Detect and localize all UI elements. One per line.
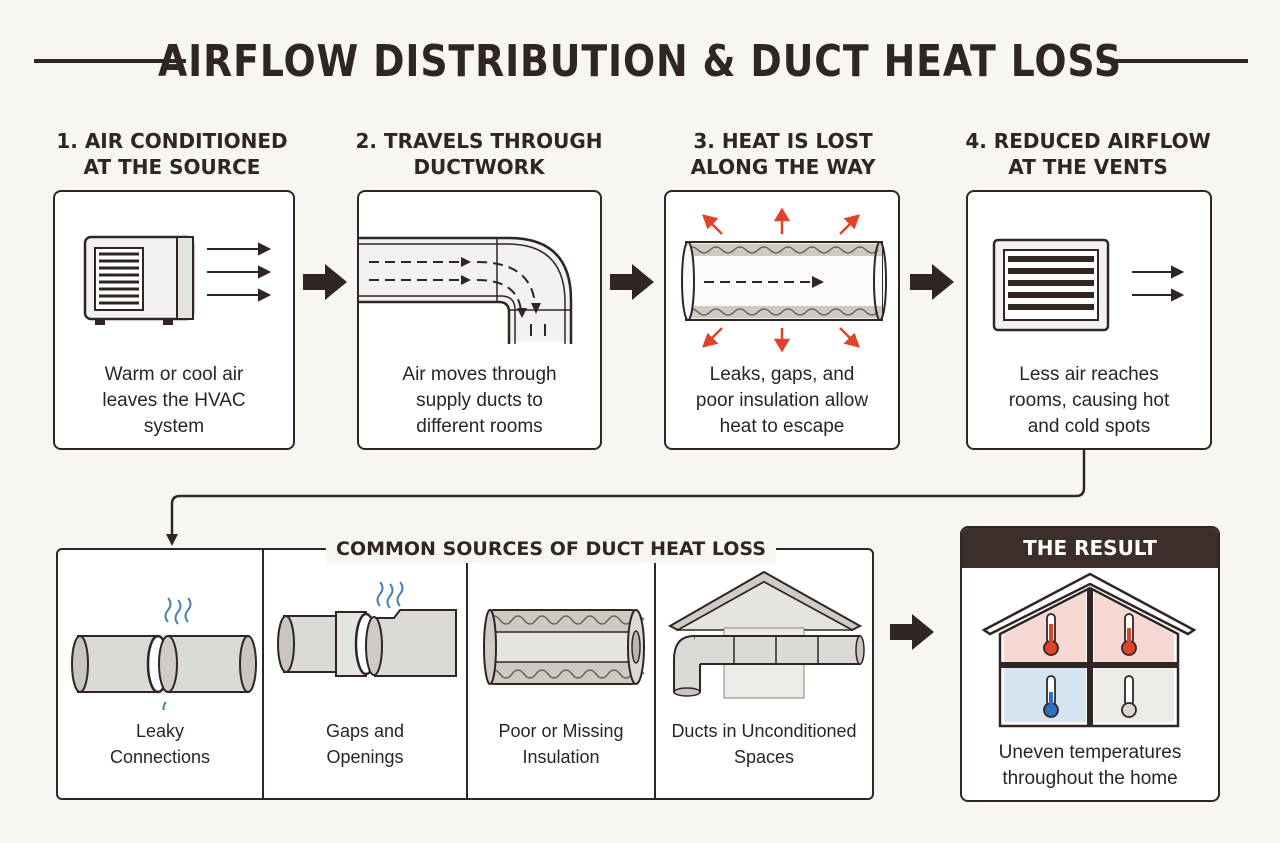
step-1-desc-line2: leaves the HVAC: [102, 390, 246, 411]
source-4-label: Ducts in Unconditioned Spaces: [656, 718, 872, 770]
step-4-heading: 4. REDUCED AIRFLOW AT THE VENTS: [963, 128, 1213, 180]
result-desc-line1: Uneven temperatures: [998, 742, 1182, 763]
step-3-desc-line2: poor insulation allow: [695, 390, 869, 411]
divider: [262, 550, 264, 798]
step-4-desc-line1: Less air reaches: [1019, 364, 1159, 385]
divider: [466, 550, 468, 798]
result-description: Uneven temperatures throughout the home: [962, 740, 1218, 792]
step-2-heading: 2. TRAVELS THROUGH DUCTWORK: [354, 128, 604, 180]
poor-insulation-icon: [483, 609, 645, 685]
step-2-desc-line3: different rooms: [416, 416, 543, 437]
attic-duct-icon: [667, 570, 865, 699]
source-2-label: Gaps and Openings: [264, 718, 466, 770]
step-2-card: Air moves through supply ducts to differ…: [357, 190, 602, 450]
step-4-desc-line3: and cold spots: [1027, 416, 1151, 437]
result-panel: THE RESULT Uneven temperatures throughou…: [960, 526, 1220, 802]
step-1-desc-line1: Warm or cool air: [104, 364, 244, 385]
source-2-line2: Openings: [326, 747, 404, 767]
step-3-heading-line1: 3. HEAT IS LOST: [693, 129, 873, 153]
step-3-desc-line3: heat to escape: [719, 416, 845, 437]
connector-arrow: [166, 450, 1086, 546]
step-4-heading-line2: AT THE VENTS: [1008, 155, 1168, 179]
divider: [654, 550, 656, 798]
step-1-desc-line3: system: [143, 416, 205, 437]
step-3-description: Leaks, gaps, and poor insulation allow h…: [666, 362, 898, 440]
step-2-desc-line1: Air moves through: [402, 364, 557, 385]
source-1-line1: Leaky: [135, 721, 185, 741]
page-title: AIRFLOW DISTRIBUTION & DUCT HEAT LOSS: [158, 36, 1122, 87]
source-3-label: Poor or Missing Insulation: [468, 718, 654, 770]
step-3-heading-line2: ALONG THE WAY: [690, 155, 876, 179]
step-3-desc-line1: Leaks, gaps, and: [709, 364, 855, 385]
flow-arrow-icon: [610, 264, 654, 300]
step-3-heading: 3. HEAT IS LOST ALONG THE WAY: [658, 128, 908, 180]
source-1-label: Leaky Connections: [58, 718, 262, 770]
house-thermometers-icon: [981, 572, 1197, 728]
leaky-connection-icon: [71, 597, 257, 710]
step-1-heading: 1. AIR CONDITIONED AT THE SOURCE: [47, 128, 297, 180]
source-4-line1: Ducts in Unconditioned: [671, 721, 857, 741]
step-4-card: Less air reaches rooms, causing hot and …: [966, 190, 1212, 450]
source-2-line1: Gaps and: [325, 721, 405, 741]
sources-panel: Leaky Connections Gaps and Openings Poor…: [56, 548, 874, 800]
step-4-heading-line1: 4. REDUCED AIRFLOW: [965, 129, 1211, 153]
step-1-heading-line2: AT THE SOURCE: [83, 155, 261, 179]
duct-elbow-icon: [359, 236, 573, 344]
title-rule-right: [1100, 59, 1248, 63]
step-1-card: Warm or cool air leaves the HVAC system: [53, 190, 295, 450]
vent-grille-icon: [992, 238, 1185, 332]
source-3-line2: Insulation: [522, 747, 600, 767]
flow-arrow-icon: [910, 264, 954, 300]
result-desc-line2: throughout the home: [1002, 768, 1178, 789]
source-1-line2: Connections: [109, 747, 211, 767]
step-2-heading-line2: DUCTWORK: [413, 155, 545, 179]
step-2-desc-line2: supply ducts to: [416, 390, 543, 411]
step-3-card: Leaks, gaps, and poor insulation allow h…: [664, 190, 900, 450]
title-row: AIRFLOW DISTRIBUTION & DUCT HEAT LOSS: [0, 30, 1280, 100]
step-2-description: Air moves through supply ducts to differ…: [359, 362, 600, 440]
hvac-unit-icon: [83, 235, 272, 325]
insulated-duct-heat-loss-icon: [681, 207, 887, 352]
step-1-description: Warm or cool air leaves the HVAC system: [55, 362, 293, 440]
flow-arrow-icon: [890, 614, 934, 650]
flow-arrow-icon: [303, 264, 347, 300]
step-1-heading-line1: 1. AIR CONDITIONED: [56, 129, 288, 153]
duct-gap-icon: [277, 581, 457, 677]
step-2-heading-line1: 2. TRAVELS THROUGH: [355, 129, 603, 153]
sources-title: COMMON SOURCES OF DUCT HEAT LOSS: [326, 535, 776, 563]
step-4-description: Less air reaches rooms, causing hot and …: [968, 362, 1210, 440]
step-4-desc-line2: rooms, causing hot: [1008, 390, 1170, 411]
result-title: THE RESULT: [962, 528, 1218, 568]
source-4-line2: Spaces: [733, 747, 795, 767]
title-rule-left: [34, 59, 186, 63]
source-3-line1: Poor or Missing: [498, 721, 624, 741]
